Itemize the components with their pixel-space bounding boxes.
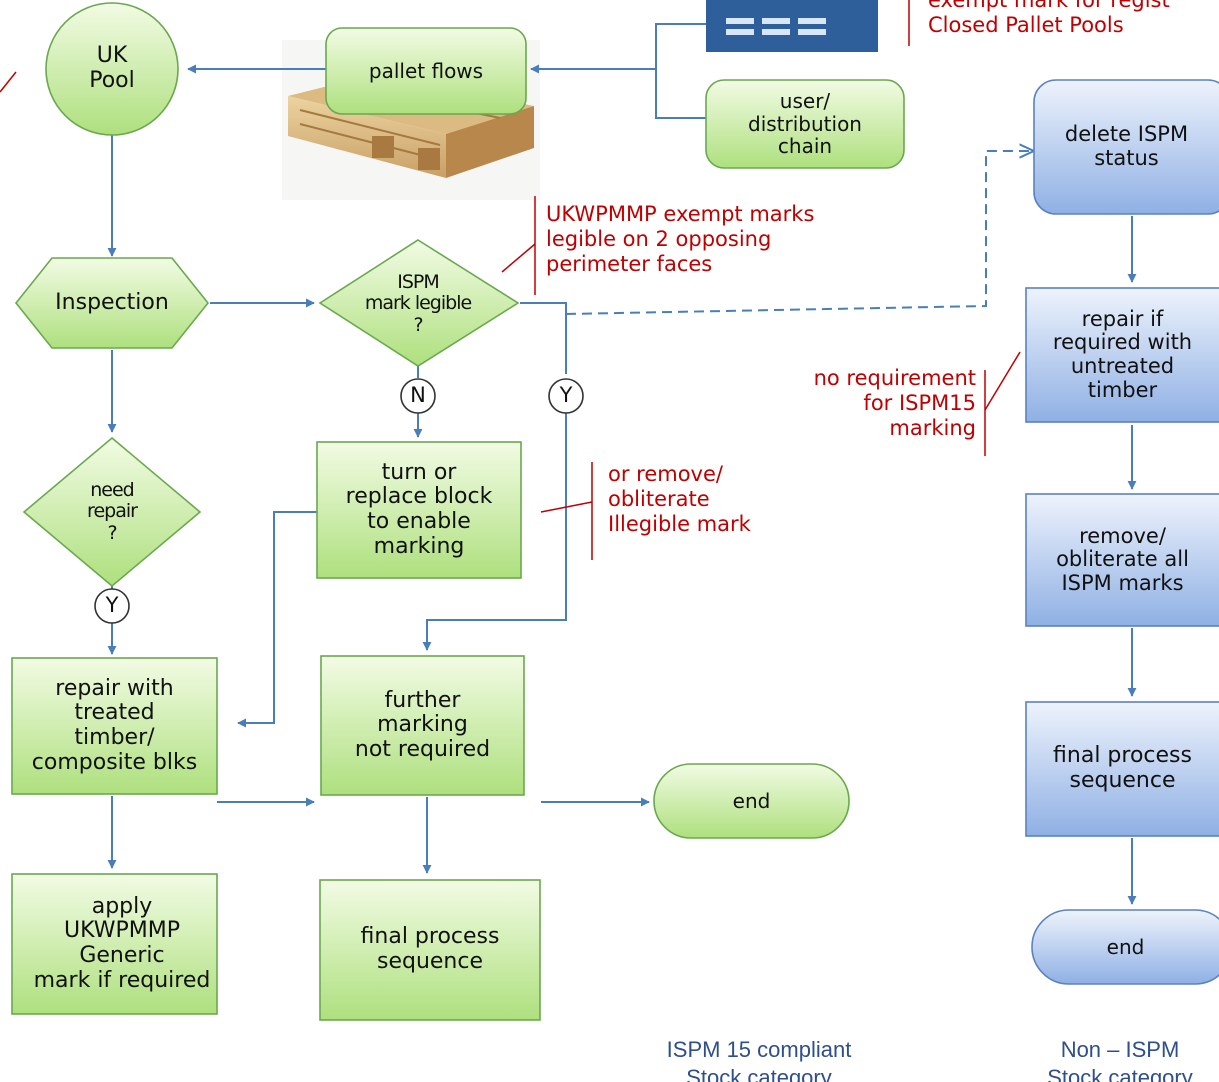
pallet-flows-node (325, 27, 527, 115)
uk-pool-label: UK Pool (89, 43, 135, 93)
delete-ispm-node (1033, 79, 1219, 215)
y-label-circle-right (548, 378, 584, 414)
annotation-no-requirement: no requirement for ISPM15 marking (813, 366, 976, 440)
remove-obliterate-label: remove/ obliterate all ISPM marks (1056, 523, 1189, 595)
annotation-exempt-marks: UKWPMMP exempt marks legible on 2 opposi… (546, 202, 815, 276)
turn-replace-node (316, 441, 522, 579)
n-label: N (410, 383, 426, 408)
final-right-label: final process sequence (1053, 743, 1192, 793)
final-left-label: final process sequence (360, 924, 500, 974)
caption-ispm-compliant: ISPM 15 compliant Stock category (666, 1037, 852, 1082)
end-left-label: end (732, 788, 771, 813)
building-icon (706, 0, 878, 52)
need-repair-label: need repair ? (87, 479, 138, 544)
uk-pool-node (45, 2, 179, 136)
n-label-circle (400, 378, 436, 414)
apply-mark-node (11, 873, 218, 1015)
final-left-node (319, 879, 541, 1021)
caption-non-ispm: Non – ISPM Stock category (1047, 1037, 1193, 1082)
delete-ispm-label: delete ISPM status (1064, 122, 1189, 170)
y-label-left: Y (105, 593, 119, 618)
user-chain-node (705, 79, 905, 169)
y-label-circle-left (94, 588, 130, 624)
turn-replace-label: turn or replace block to enable marking (345, 459, 493, 559)
ispm-decision-node (318, 239, 520, 367)
annotation-exempt-closed-pools: exempt mark for regist Closed Pallet Poo… (928, 0, 1170, 37)
connectors (107, 23, 1137, 905)
final-right-node (1025, 701, 1219, 837)
need-repair-node (22, 436, 202, 588)
ispm-decision-label: ISPM mark legible ? (364, 271, 472, 336)
further-marking-node (320, 655, 525, 796)
end-right-label: end (1106, 934, 1145, 959)
further-marking-label: further marking not required (354, 687, 491, 762)
pallet-flows-label: pallet flows (368, 58, 484, 83)
apply-mark-label: apply UKWPMMP Generic mark if required (33, 893, 211, 993)
annotation-lines (0, 0, 1021, 560)
inspection-node (14, 257, 210, 349)
user-chain-label: user/ distribution chain (748, 89, 862, 159)
repair-untreated-label: repair if required with untreated timber (1052, 306, 1193, 402)
repair-untreated-node (1025, 287, 1219, 423)
end-left-node (653, 763, 850, 839)
inspection-label: Inspection (55, 289, 169, 315)
end-right-node (1031, 909, 1219, 985)
repair-treated-label: repair with treated timber/ composite bl… (31, 675, 198, 775)
remove-obliterate-node (1025, 493, 1219, 627)
annotation-or-remove: or remove/ obliterate Illegible mark (608, 462, 751, 536)
y-label-right: Y (559, 383, 573, 408)
repair-treated-node (11, 657, 218, 795)
